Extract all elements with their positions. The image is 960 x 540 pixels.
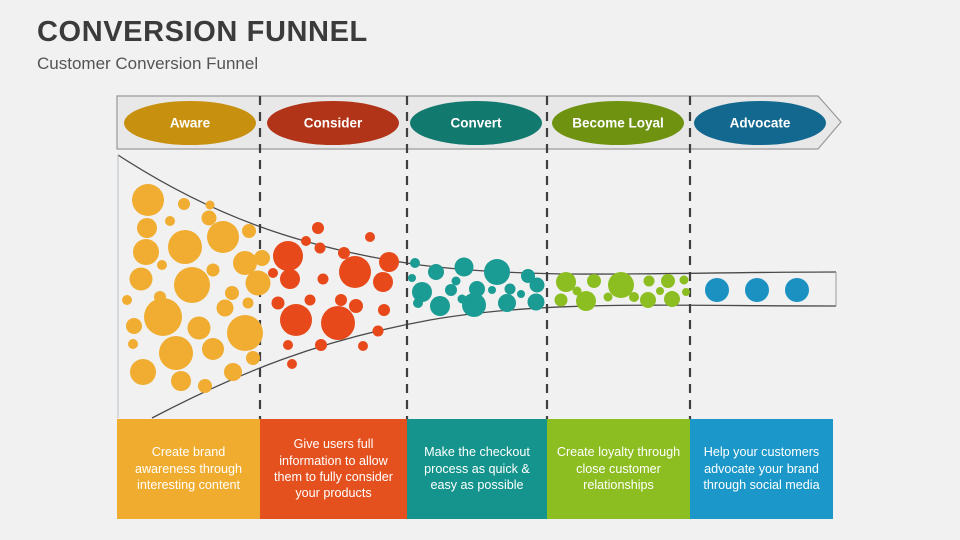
- stage-pill-advocate[interactable]: [694, 101, 826, 145]
- description-text-aware: Create brand awareness through interesti…: [134, 445, 243, 493]
- description-card-aware[interactable]: Create brand awareness through interesti…: [117, 419, 260, 519]
- bubble-cluster-advocate: [705, 278, 809, 302]
- description-card-become-loyal[interactable]: Create loyalty through close customer re…: [547, 419, 690, 519]
- description-card-consider[interactable]: Give users full information to allow the…: [260, 419, 407, 519]
- stage-pill-aware[interactable]: [124, 101, 256, 145]
- description-card-convert[interactable]: Make the checkout process as quick & eas…: [407, 419, 547, 519]
- description-text-convert: Make the checkout process as quick & eas…: [424, 445, 530, 493]
- bubble-cluster-convert: [408, 257, 545, 317]
- description-text-become-loyal: Create loyalty through close customer re…: [556, 445, 681, 493]
- title-block: CONVERSION FUNNEL Customer Conversion Fu…: [37, 17, 368, 73]
- bubble-cluster-aware: [122, 184, 271, 393]
- stage-pill-become-loyal[interactable]: [552, 101, 684, 145]
- description-text-consider: Give users full information to allow the…: [274, 437, 393, 501]
- bubble-cluster-become-loyal: [554, 272, 690, 311]
- page-subtitle: Customer Conversion Funnel: [37, 54, 259, 74]
- bubble-cluster-consider: [268, 222, 399, 369]
- description-card-advocate[interactable]: Help your customers advocate your brand …: [690, 419, 833, 519]
- stage-pill-consider[interactable]: [267, 101, 399, 145]
- description-text-advocate: Help your customers advocate your brand …: [703, 445, 820, 493]
- page-title: CONVERSION FUNNEL: [37, 16, 368, 48]
- stage-pill-convert[interactable]: [410, 101, 542, 145]
